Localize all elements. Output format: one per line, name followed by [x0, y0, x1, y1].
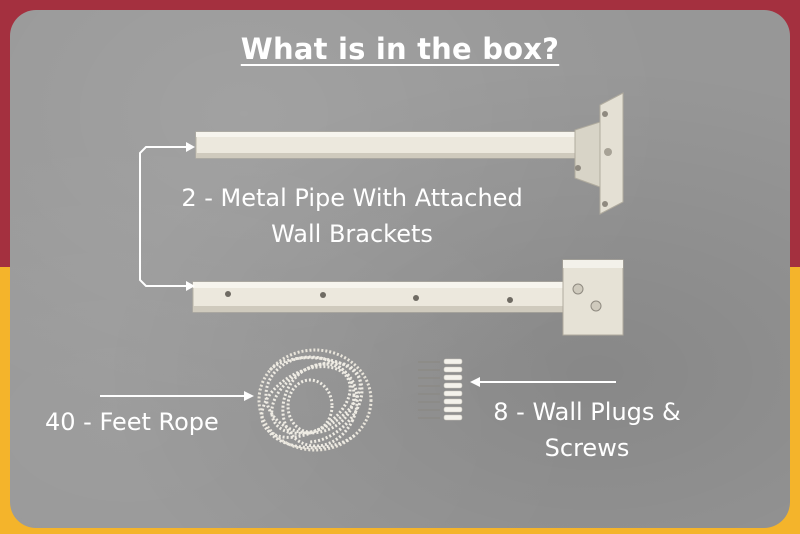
rope-coil-image: [257, 348, 373, 452]
rope-item-label: 40 - Feet Rope: [45, 408, 219, 436]
plugs-label-line1: 8 - Wall Plugs &: [493, 398, 681, 426]
pipe-label-line2: Wall Brackets: [271, 220, 433, 248]
content-panel: What is in the box? 2 - Metal Pipe With …: [10, 10, 790, 528]
plugs-arrow: [470, 377, 616, 387]
plugs-item-label: 8 - Wall Plugs & Screws: [472, 394, 702, 466]
pipe-label-line1: 2 - Metal Pipe With Attached: [181, 184, 523, 212]
pipe-connector-arrows: [139, 142, 195, 291]
pipe-item-label: 2 - Metal Pipe With Attached Wall Bracke…: [162, 180, 542, 252]
plugs-label-line2: Screws: [544, 434, 630, 462]
pipe-with-bracket-top: [195, 92, 624, 215]
pipe-with-bracket-bottom: [192, 259, 624, 336]
rope-arrow: [100, 391, 254, 401]
illustration: [100, 92, 624, 452]
page-title: What is in the box?: [240, 32, 560, 66]
wall-plugs-and-screws-image: [418, 358, 463, 421]
